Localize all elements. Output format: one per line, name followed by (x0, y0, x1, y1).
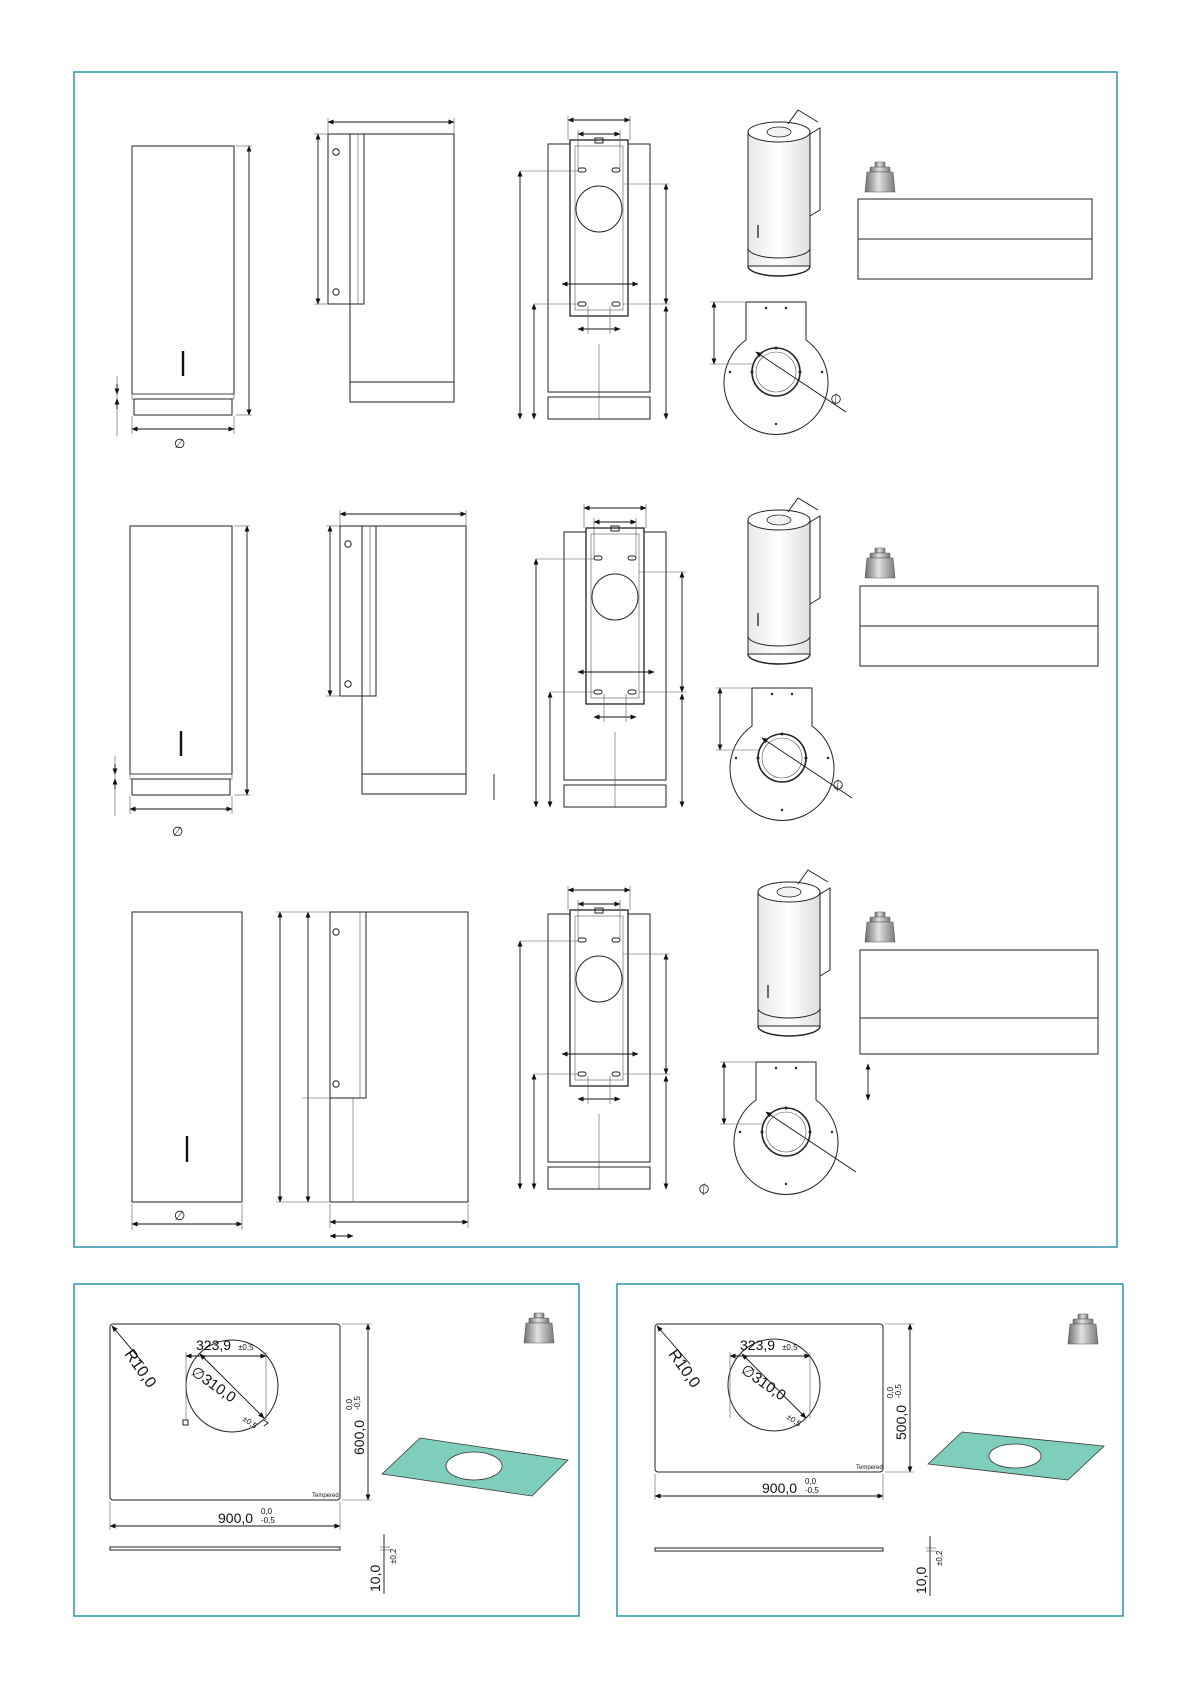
plan-diameter-symbol: ∅ (827, 390, 845, 409)
diameter-symbol: ∅ (172, 824, 183, 839)
glass-type-label: Tempered (856, 1465, 883, 1471)
hood-dimensions-frame (73, 71, 1118, 1248)
side-view (276, 911, 469, 1239)
glass-panel-500-drawing: R10,0 323,9 ±0,5 ∅310,0 ±0,5 Tempered 50… (616, 1283, 1124, 1617)
radius-label: R10,0 (665, 1347, 703, 1392)
glass-thickness-view (654, 1547, 884, 1552)
side-view (314, 118, 454, 402)
radius-label: R10,0 (121, 1347, 159, 1392)
hood-dimensions-panel: ∅ ∅ ∅ ∅ (73, 71, 1118, 1248)
height-tolerance-upper: 0,0 (345, 1398, 354, 1410)
width-label: 900,0 (218, 1510, 253, 1526)
rear-view (520, 116, 670, 419)
cylinder-isometric-view (747, 497, 821, 665)
plan-diameter-symbol: ∅ (695, 1180, 713, 1199)
height-tolerance-lower: -0,5 (353, 1396, 362, 1410)
width-tolerance-upper: 0,0 (805, 1477, 817, 1486)
hole-chord-tolerance: ±0,5 (238, 1343, 254, 1352)
hole-circle (727, 1338, 821, 1432)
glass-type-label: Tempered (312, 1493, 339, 1499)
hood-variant-row-3: ∅ ∅ (131, 869, 1099, 1239)
thickness-label: 10,0 (913, 1567, 929, 1594)
weight-table (857, 198, 1093, 280)
cylinder-isometric-view (747, 109, 821, 277)
front-view (117, 146, 252, 436)
hole-chord-label: 323,9 (196, 1337, 231, 1353)
height-label: 500,0 (893, 1405, 909, 1440)
rear-view (536, 504, 686, 807)
height-tolerance-lower: -0,5 (894, 1384, 903, 1398)
hole-chord-tolerance: ±0,5 (782, 1343, 798, 1352)
plan-view (720, 1062, 856, 1194)
weight-table (859, 585, 1099, 667)
hole-diameter-label: ∅310,0 (738, 1361, 789, 1404)
glass-thickness-view (109, 1546, 341, 1551)
hole-chord-label: 323,9 (740, 1337, 775, 1353)
diameter-symbol: ∅ (174, 1208, 185, 1223)
height-tolerance-upper: 0,0 (886, 1386, 895, 1398)
cylinder-isometric-view (757, 869, 831, 1037)
diameter-symbol: ∅ (174, 436, 185, 451)
width-label: 900,0 (762, 1480, 797, 1496)
glass-panel-600-drawing: R10,0 323,9 ±0,5 ∅310,0 ±0,5 Tempered 60… (73, 1283, 580, 1617)
glass-panel-outline (109, 1323, 341, 1501)
side-view (326, 510, 466, 794)
front-view: ∅ (131, 911, 243, 1230)
glass-panel-frame-right (616, 1283, 1124, 1617)
weight-icon (864, 161, 896, 193)
weight-icon (523, 1312, 555, 1344)
weight-icon (864, 911, 896, 943)
glass-panel-outline (654, 1323, 884, 1473)
weight-table (859, 949, 1099, 1055)
plan-view (710, 302, 846, 434)
width-tolerance-upper: 0,0 (261, 1507, 273, 1516)
thickness-tolerance: ±0,2 (935, 1550, 944, 1566)
width-tolerance-lower: -0,5 (805, 1486, 819, 1495)
weight-icon (864, 547, 896, 579)
plan-view (716, 688, 852, 820)
thickness-label: 10,0 (367, 1565, 383, 1592)
hood-variant-row-2: ∅ ∅ (115, 497, 1099, 839)
height-label: 600,0 (351, 1420, 367, 1455)
glass-panel-frame-left (73, 1283, 580, 1617)
width-tolerance-lower: -0,5 (261, 1516, 275, 1525)
weight-icon (1067, 1313, 1099, 1345)
hood-variant-row-1: ∅ ∅ (117, 109, 1093, 451)
front-view (115, 526, 250, 816)
thickness-tolerance: ±0,2 (389, 1548, 398, 1564)
rear-view (520, 886, 670, 1189)
